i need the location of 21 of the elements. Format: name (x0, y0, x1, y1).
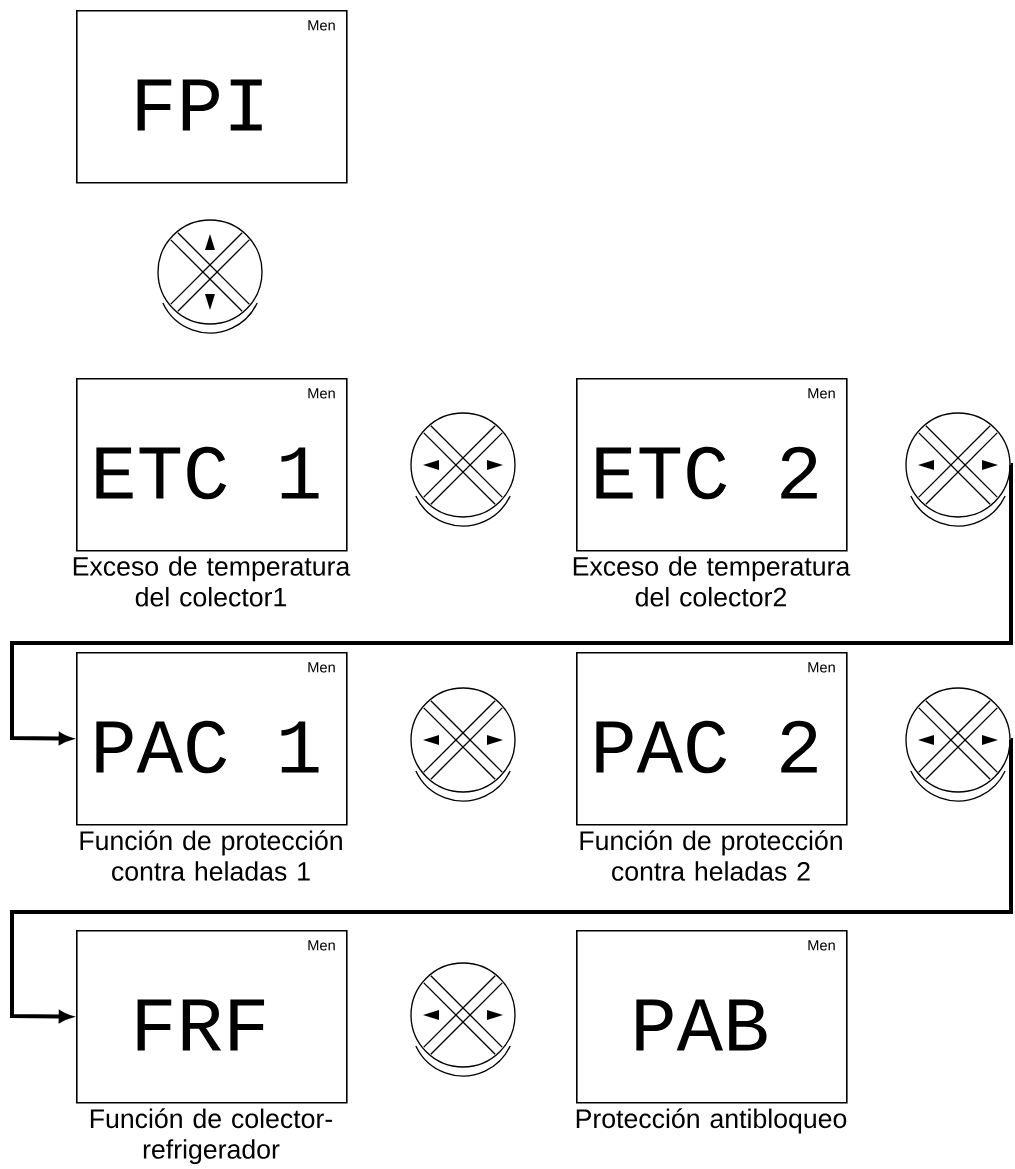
lcd-display: Men ETC 2 (576, 378, 848, 552)
button-drawing (905, 412, 1011, 527)
lcd-display: Men FPI (76, 10, 348, 184)
button-drawing (905, 687, 1011, 802)
button-drawing (410, 412, 516, 527)
node-label: Protección antibloqueo (576, 1108, 847, 1134)
node-label: Exceso de temperatura del colector1 (73, 556, 351, 607)
lcd-display: Men PAB (576, 930, 848, 1104)
arrow (10, 738, 1013, 1023)
lcd-display: Men PAC 1 (76, 652, 348, 826)
node-label: Función de protección contra heladas 2 (580, 830, 842, 881)
lcd-display: Men PAC 2 (576, 652, 848, 826)
lcd-display: Men FRF (76, 930, 348, 1104)
arrow (10, 463, 1013, 745)
node-label: Exceso de temperatura del colector2 (573, 556, 851, 607)
button-drawing (157, 219, 263, 334)
node-label: Función de colector- refrigerador (90, 1108, 333, 1165)
node-label: Función de protección contra heladas 1 (80, 830, 342, 881)
lcd-display: Men ETC 1 (76, 378, 348, 552)
button-drawing (410, 687, 516, 802)
button-drawing (410, 962, 516, 1077)
